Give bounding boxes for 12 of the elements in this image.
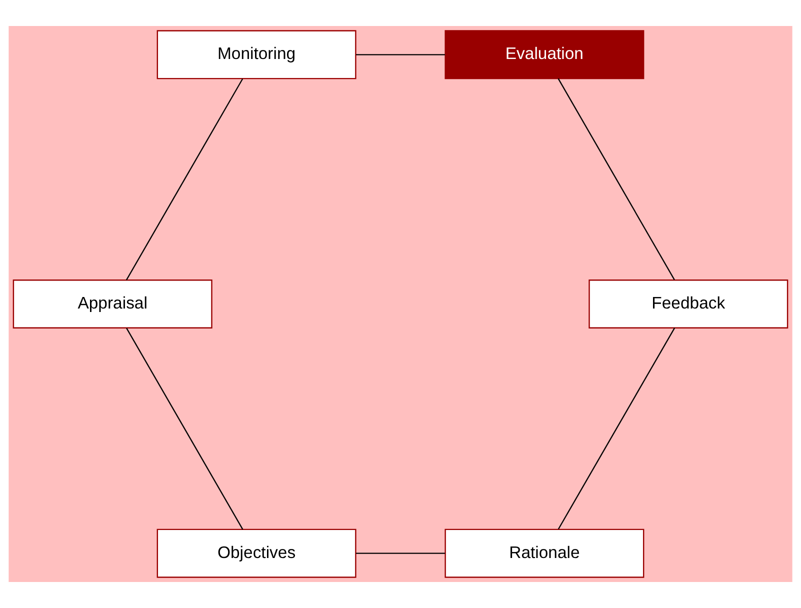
node-box: Appraisal: [12, 280, 212, 328]
node-box: Monitoring: [156, 30, 356, 80]
connector: [126, 78, 244, 280]
node-box: Objectives: [156, 528, 356, 578]
connector: [558, 328, 676, 530]
connector: [558, 78, 675, 280]
connector: [126, 328, 244, 530]
node-box: Feedback: [588, 280, 788, 328]
node-box: Rationale: [444, 528, 644, 578]
connector: [356, 552, 445, 554]
node-box: Evaluation: [444, 30, 644, 80]
connector: [356, 54, 445, 56]
